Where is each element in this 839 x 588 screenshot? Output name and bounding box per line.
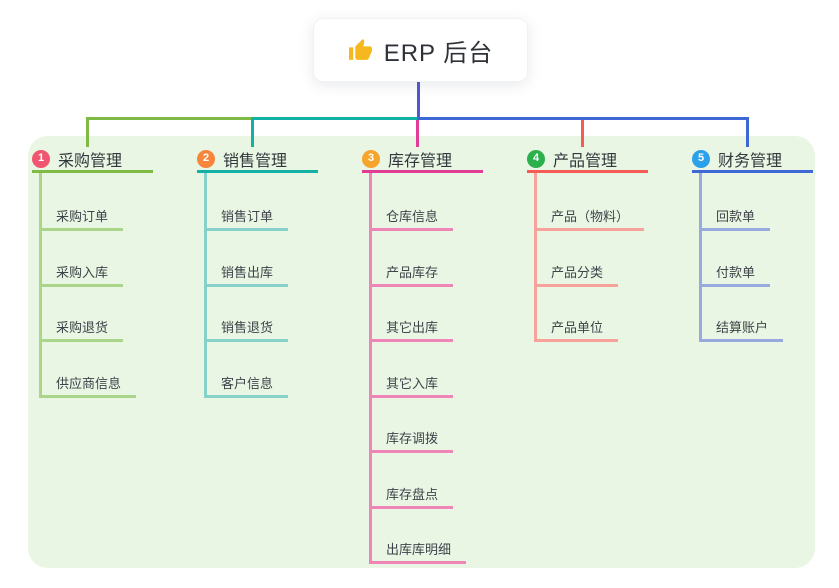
child-node[interactable]: 回款单 [699, 206, 771, 231]
child-node[interactable]: 产品（物料） [534, 206, 645, 231]
branch-number-badge: 2 [197, 149, 215, 168]
child-node[interactable]: 产品分类 [534, 262, 619, 287]
child-node[interactable]: 付款单 [699, 262, 771, 287]
connector-line [746, 117, 749, 147]
connector-line [417, 117, 749, 120]
child-node[interactable]: 产品库存 [369, 262, 454, 287]
branch-label: 采购管理 [58, 152, 123, 170]
child-node[interactable]: 其它入库 [369, 373, 454, 398]
branch-number-badge: 5 [692, 149, 710, 168]
branch-label: 销售管理 [223, 152, 288, 170]
child-node[interactable]: 出库库明细 [369, 539, 467, 564]
child-node[interactable]: 其它出库 [369, 317, 454, 342]
connector-line [416, 120, 419, 147]
child-node[interactable]: 销售退货 [204, 317, 289, 342]
branch-header[interactable]: 2 销售管理 [197, 147, 318, 173]
branch-trunk-line [369, 172, 372, 564]
child-node[interactable]: 销售订单 [204, 206, 289, 231]
branch-number-badge: 3 [362, 149, 380, 168]
branch-label: 产品管理 [553, 152, 618, 170]
connector-line [252, 117, 419, 120]
branch-trunk-line [699, 172, 702, 342]
branch-number-badge: 4 [527, 149, 545, 168]
branch-header[interactable]: 4 产品管理 [527, 147, 648, 173]
child-node[interactable]: 仓库信息 [369, 206, 454, 231]
child-node[interactable]: 销售出库 [204, 262, 289, 287]
child-node[interactable]: 供应商信息 [39, 373, 137, 398]
child-node[interactable]: 产品单位 [534, 317, 619, 342]
connector-line [581, 120, 584, 147]
branch-header[interactable]: 1 采购管理 [32, 147, 153, 173]
connector-line [87, 117, 254, 120]
child-node[interactable]: 库存盘点 [369, 484, 454, 509]
branches-panel [28, 136, 815, 568]
child-node[interactable]: 结算账户 [699, 317, 784, 342]
branch-header[interactable]: 3 库存管理 [362, 147, 483, 173]
child-node[interactable]: 客户信息 [204, 373, 289, 398]
branch-header[interactable]: 5 财务管理 [692, 147, 813, 173]
branch-number-badge: 1 [32, 149, 50, 168]
child-node[interactable]: 采购入库 [39, 262, 124, 287]
root-label: ERP 后台 [383, 39, 494, 67]
root-node[interactable]: ERP 后台 [313, 18, 528, 82]
thumbs-up-icon [348, 38, 373, 63]
branch-label: 财务管理 [718, 152, 783, 170]
child-node[interactable]: 采购订单 [39, 206, 124, 231]
child-node[interactable]: 库存调拨 [369, 428, 454, 453]
connector-line [86, 117, 89, 147]
child-node[interactable]: 采购退货 [39, 317, 124, 342]
connector-line [251, 117, 254, 147]
root-drop-line [417, 82, 420, 120]
branch-trunk-line [534, 172, 537, 342]
branch-label: 库存管理 [388, 152, 453, 170]
